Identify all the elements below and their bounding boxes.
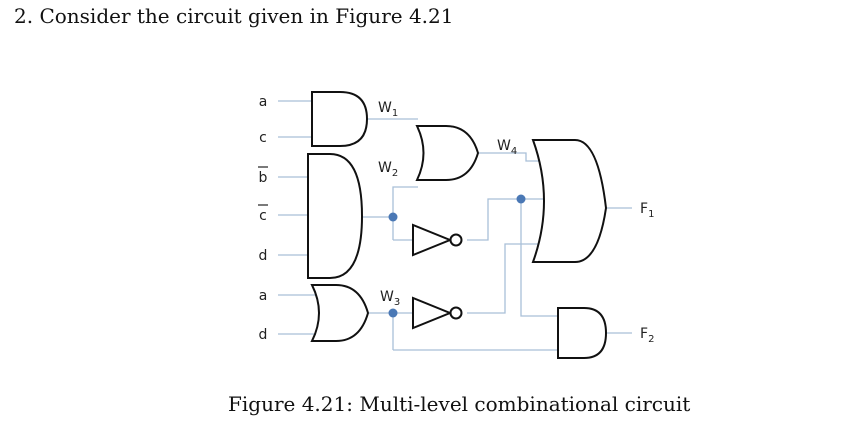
figure-caption: Figure 4.21: Multi-level combinational c… bbox=[228, 392, 691, 416]
input-label-a: a bbox=[259, 94, 268, 110]
input-label-d-2: d bbox=[259, 327, 268, 343]
and-gate-6 bbox=[557, 307, 608, 359]
output-label-f1: F1 bbox=[640, 201, 654, 220]
not-gate-2 bbox=[412, 296, 463, 330]
wire-label-w1: W1 bbox=[378, 100, 398, 119]
input-label-c: c bbox=[259, 130, 267, 146]
input-label-b-bar: b bbox=[259, 170, 268, 186]
question-text: 2. Consider the circuit given in Figure … bbox=[14, 4, 454, 28]
not-gate-1 bbox=[412, 223, 463, 257]
input-label-a-2: a bbox=[259, 288, 268, 304]
or-gate-3 bbox=[310, 284, 370, 342]
output-label-f2: F2 bbox=[640, 326, 654, 345]
junction-dot-not1 bbox=[516, 194, 526, 204]
wire-w2-to-gate4 bbox=[360, 186, 418, 218]
wire-not1-out bbox=[467, 198, 521, 241]
junction-dot-w3 bbox=[388, 308, 398, 318]
wire-label-w3: W3 bbox=[380, 289, 400, 308]
wire-w4 bbox=[476, 152, 540, 162]
wire-not2-out bbox=[467, 243, 540, 314]
junction-dot-w2 bbox=[388, 212, 398, 222]
gates bbox=[307, 91, 608, 359]
and-gate-2 bbox=[307, 153, 364, 279]
wire-label-w4: W4 bbox=[497, 138, 517, 157]
wires bbox=[278, 100, 632, 351]
and-gate-1 bbox=[311, 91, 369, 147]
wire-label-w2: W2 bbox=[378, 160, 398, 179]
or-gate-4 bbox=[415, 125, 480, 181]
input-label-c-bar: c bbox=[259, 208, 267, 224]
wire-junction-to-gate6 bbox=[520, 199, 560, 317]
or-gate-5 bbox=[531, 139, 608, 263]
input-label-d: d bbox=[259, 248, 268, 264]
